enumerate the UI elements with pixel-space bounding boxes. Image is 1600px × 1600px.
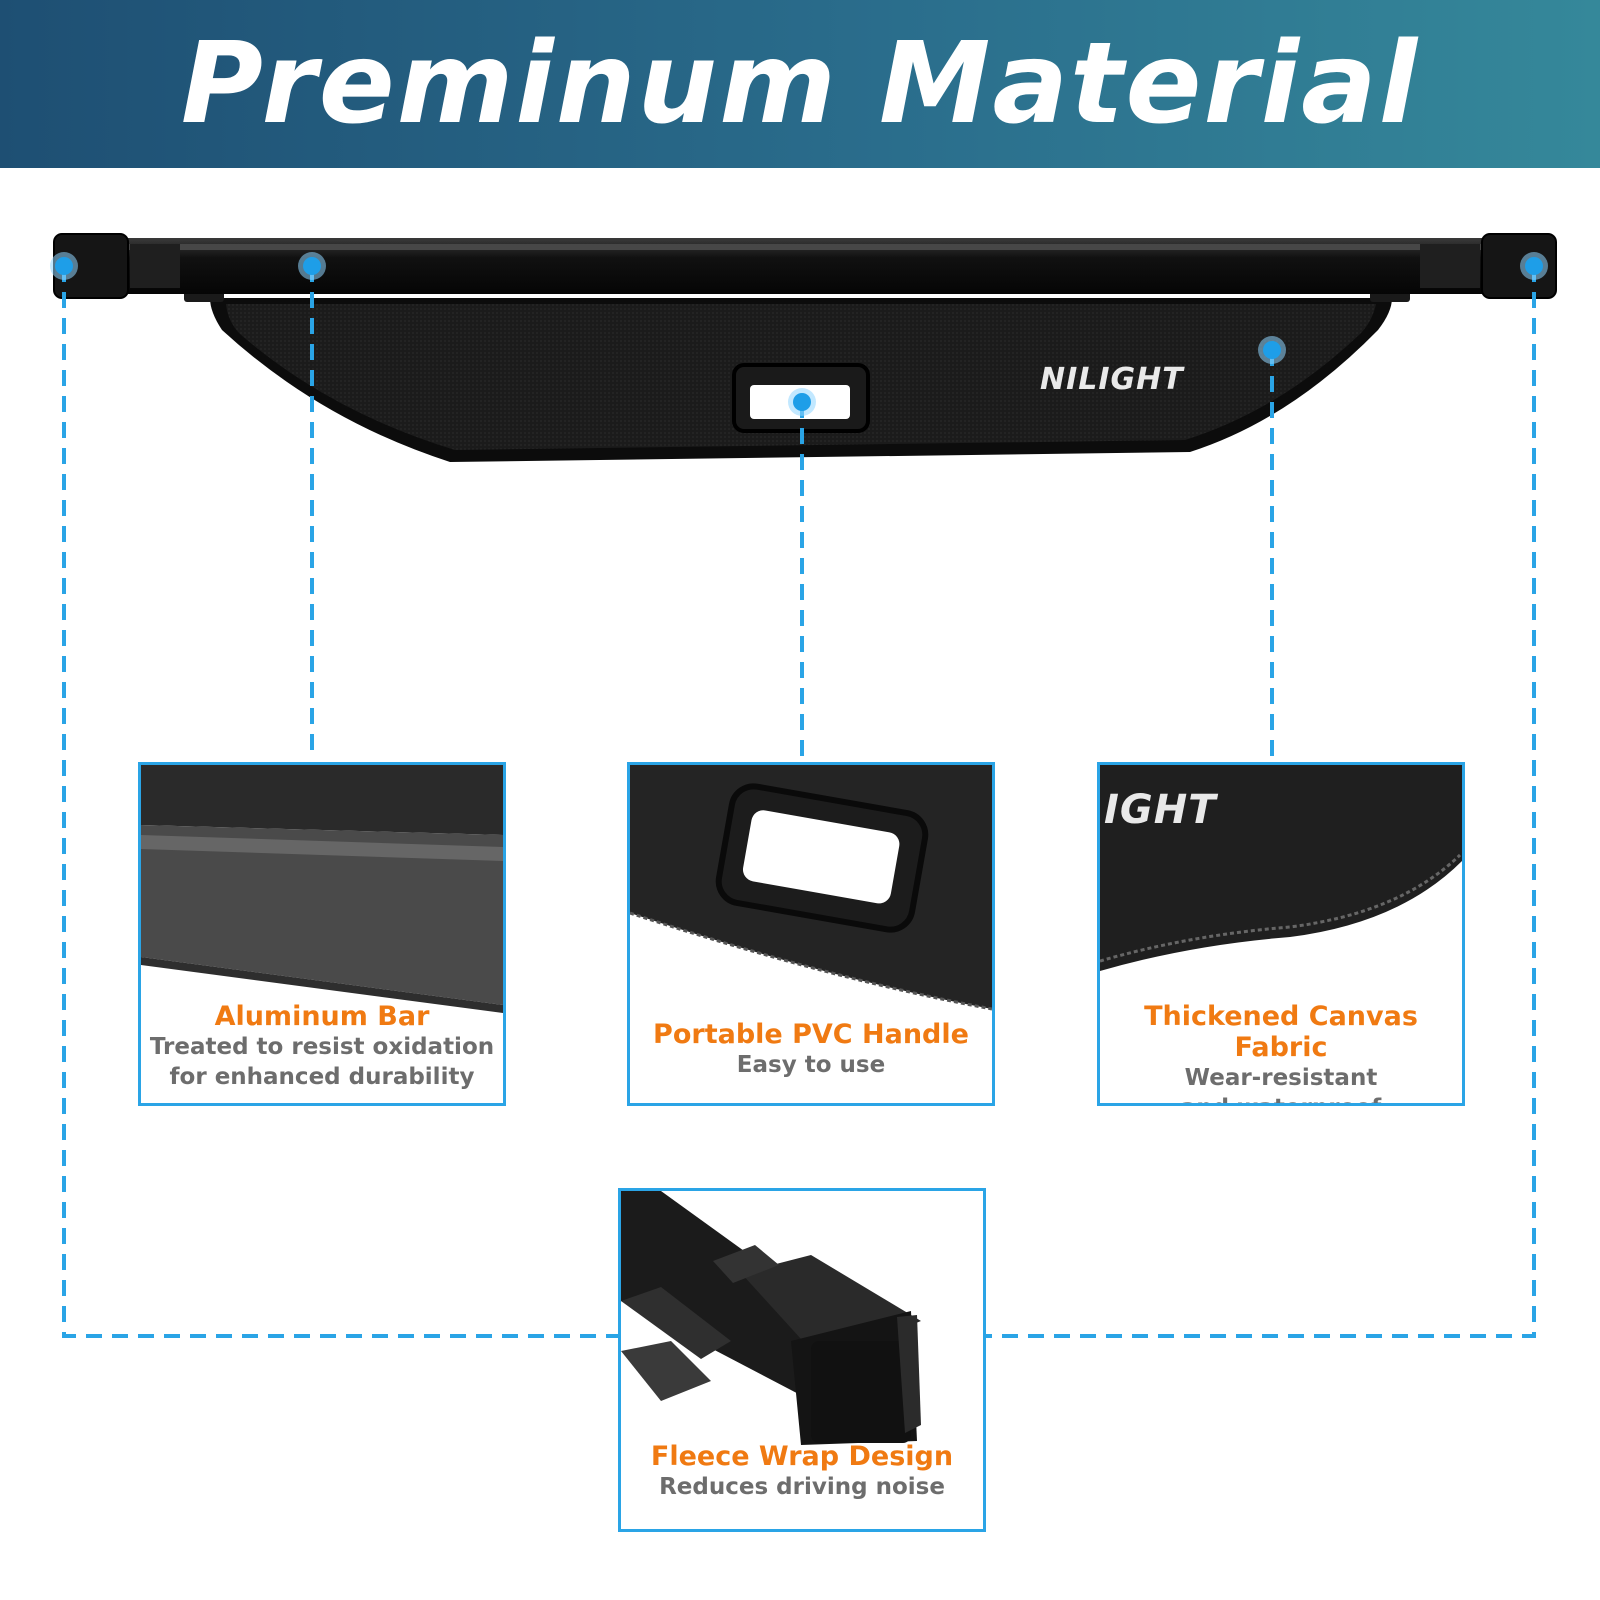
feature-card-fleece-wrap: Fleece Wrap Design Reduces driving noise [618, 1188, 986, 1532]
pvc-handle-photo [630, 765, 992, 1025]
feature-desc: Wear-resistant [1184, 1065, 1378, 1091]
feature-title: Thickened Canvas Fabric [1144, 1001, 1418, 1063]
callout-dots [50, 252, 1548, 416]
feature-card-aluminum-bar: Aluminum Bar Treated to resist oxidation… [138, 762, 506, 1106]
feature-card-canvas-fabric: IGHT Thickened Canvas Fabric Wear-resist… [1097, 762, 1465, 1106]
feature-desc: Treated to resist oxidation [149, 1034, 495, 1060]
brand-logo: NILIGHT [1040, 362, 1184, 397]
canvas-fabric-photo [1100, 765, 1462, 1025]
feature-desc: for enhanced durability [169, 1064, 475, 1090]
header-banner: Preminum Material [0, 0, 1600, 168]
feature-title: Fleece Wrap Design [650, 1441, 954, 1472]
feature-desc: Easy to use [736, 1052, 886, 1078]
callout-lines [62, 266, 1536, 1338]
brand-logo-partial: IGHT [1104, 787, 1217, 833]
feature-title: Portable PVC Handle [653, 1019, 969, 1050]
page-title: Preminum Material [180, 19, 1420, 149]
feature-desc: Reduces driving noise [659, 1474, 945, 1500]
feature-title: Aluminum Bar [214, 1001, 430, 1032]
aluminum-bar [53, 233, 1557, 299]
aluminum-bar-photo [141, 765, 503, 1025]
feature-card-pvc-handle: Portable PVC Handle Easy to use [627, 762, 995, 1106]
feature-desc: and waterproof [1100, 1093, 1462, 1103]
fleece-wrap-photo [621, 1191, 983, 1461]
